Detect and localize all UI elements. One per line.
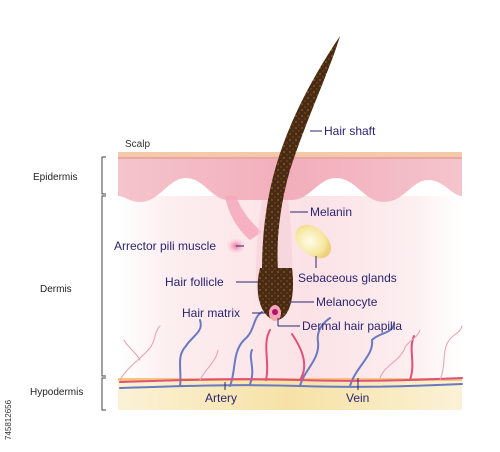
hair-matrix-label: Hair matrix	[182, 306, 240, 320]
hypodermis-brace	[101, 377, 106, 411]
vein-label: Vein	[346, 391, 369, 405]
sebaceous-gland	[295, 224, 332, 259]
arrector-pili-muscle-label: Arrector pili muscle	[114, 239, 216, 253]
melanocyte-label: Melanocyte	[316, 295, 378, 309]
hypodermis-label: Hypodermis	[30, 387, 83, 398]
arrector-pili-muscle	[225, 196, 262, 240]
melanocyte	[272, 309, 278, 315]
hair-bulb	[257, 268, 294, 321]
sebaceous-glands-label: Sebaceous glands	[298, 271, 397, 285]
epidermis-label: Epidermis	[33, 172, 77, 183]
epidermis-brace	[101, 156, 106, 195]
hypodermis-layer	[118, 378, 462, 410]
dermis-brace	[101, 195, 106, 377]
hair-shaft-label: Hair shaft	[324, 124, 376, 138]
stock-id-watermark: 745812656	[4, 399, 13, 440]
hair-follicle-label: Hair follicle	[165, 275, 224, 289]
epidermis-layer	[118, 156, 462, 202]
capillaries	[119, 325, 463, 381]
scalp-label: Scalp	[125, 139, 150, 150]
melanin-label: Melanin	[310, 205, 352, 219]
artery-label: Artery	[205, 391, 237, 405]
hair-shaft	[262, 36, 340, 270]
dermis-label: Dermis	[40, 284, 72, 295]
dermal-hair-papilla-label: Dermal hair papilla	[302, 319, 402, 333]
